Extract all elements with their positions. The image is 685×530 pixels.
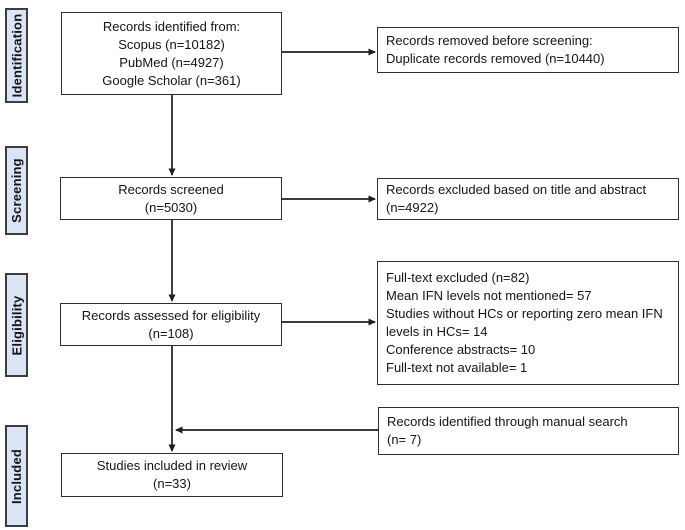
- stage-label-included: Included: [5, 425, 28, 527]
- flow-box-records-assessed: Records assessed for eligibility (n=108): [60, 303, 282, 346]
- flow-box-text: Records identified from: Scopus (n=10182…: [102, 18, 241, 88]
- side-box-text: Full-text excluded (n=82) Mean IFN level…: [386, 270, 663, 375]
- flow-box-text: Records assessed for eligibility (n=108): [81, 307, 261, 341]
- side-box-text: Records excluded based on title and abst…: [386, 182, 647, 215]
- stage-label-eligibility: Eligibility: [5, 273, 28, 377]
- flow-box-text: Records screened (n=5030): [118, 181, 224, 215]
- stage-label-text: Screening: [9, 158, 24, 223]
- stage-label-text: Eligibility: [9, 295, 25, 355]
- stage-label-text: Identification: [9, 13, 25, 98]
- side-box-fulltext-excluded: Full-text excluded (n=82) Mean IFN level…: [377, 261, 679, 385]
- flow-box-studies-included: Studies included in review (n=33): [61, 453, 283, 497]
- flow-box-records-identified: Records identified from: Scopus (n=10182…: [61, 12, 282, 95]
- flow-box-text: Studies included in review (n=33): [96, 458, 248, 491]
- stage-label-text: Included: [9, 448, 24, 504]
- stage-label-identification: Identification: [5, 8, 28, 103]
- side-box-text: Records identified through manual search…: [387, 414, 628, 447]
- stage-label-screening: Screening: [5, 146, 28, 235]
- side-box-removed-before-screening: Records removed before screening: Duplic…: [377, 27, 679, 73]
- side-box-manual-search: Records identified through manual search…: [378, 407, 679, 455]
- side-box-text: Records removed before screening: Duplic…: [386, 33, 605, 66]
- flow-box-records-screened: Records screened (n=5030): [60, 177, 282, 220]
- side-box-excluded-title-abstract: Records excluded based on title and abst…: [377, 178, 679, 220]
